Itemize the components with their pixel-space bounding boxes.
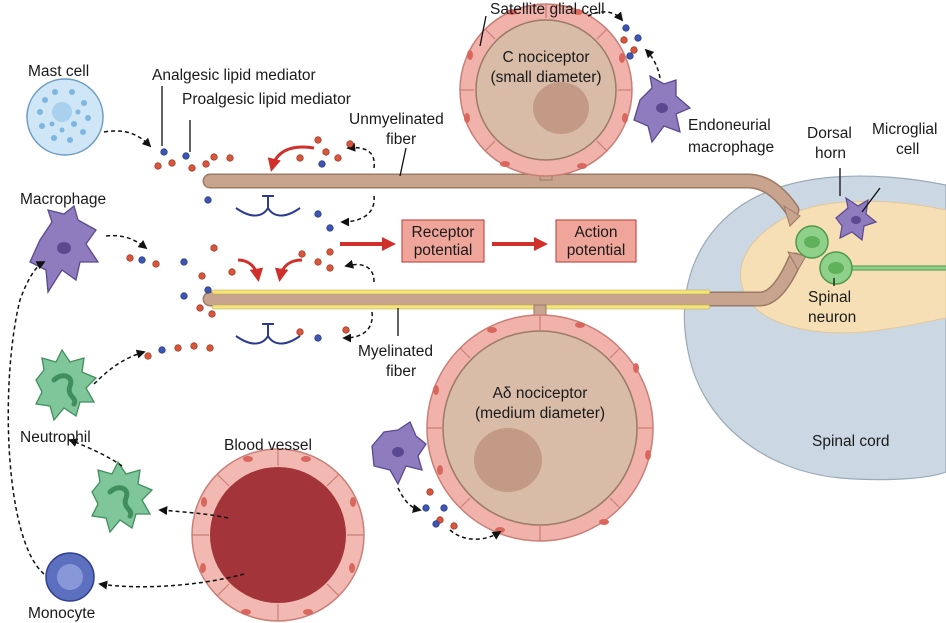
satellite-glial-cell-label: Satellite glial cell xyxy=(490,1,605,18)
myelinated-fiber-label-2: fiber xyxy=(386,363,416,380)
curved-arrow-icon xyxy=(267,145,315,172)
adelta-nociceptor xyxy=(426,304,654,542)
spinal-cord-label: Spinal cord xyxy=(812,433,890,450)
microglial-cell-label-1: Microglial xyxy=(872,121,937,138)
c-nociceptor-label-2: (small diameter) xyxy=(490,69,601,86)
mast-cell-label: Mast cell xyxy=(28,63,89,80)
c-nociceptor-label-1: C nociceptor xyxy=(502,49,589,66)
proalgesic-mediator-dots xyxy=(126,36,638,530)
microglial-cell xyxy=(835,196,878,242)
right-arrow-icon xyxy=(492,237,548,251)
receptor-icon xyxy=(235,195,301,217)
analgesic-lipid-mediator-label: Analgesic lipid mediator xyxy=(152,67,316,84)
receptor-potential-label-1: Receptor xyxy=(412,224,475,241)
macrophage-label: Macrophage xyxy=(20,191,106,208)
spinal-neuron-label-1: Spinal xyxy=(808,289,851,306)
spinal-neuron-2 xyxy=(819,251,946,285)
tissue-macrophage-lower xyxy=(371,421,427,486)
action-potential-label-2: potential xyxy=(567,242,626,259)
blood-vessel-lumen xyxy=(210,467,346,603)
satellite-glial-segments xyxy=(460,4,632,152)
leader-lines xyxy=(161,15,881,336)
blood-vessel xyxy=(191,448,365,622)
monocyte-label: Monocyte xyxy=(28,605,95,622)
myelin-sheath-top xyxy=(211,289,711,295)
monocyte xyxy=(45,552,95,602)
myelinated-fiber xyxy=(202,252,803,310)
analgesic-mediator-dots xyxy=(138,24,642,528)
spinal-neuron-label-2: neuron xyxy=(808,309,856,326)
neutrophil-label: Neutrophil xyxy=(20,429,91,446)
myelin-sheath-bottom xyxy=(211,304,711,310)
right-arrow-icon xyxy=(340,237,396,251)
endoneurial-macrophage-label-2: macrophage xyxy=(688,139,774,156)
blood-vessel-label: Blood vessel xyxy=(224,437,312,454)
fiber-terminal-upper xyxy=(783,204,801,227)
neutrophil xyxy=(35,348,98,422)
unmyelinated-fiber-label-1: Unmyelinated xyxy=(349,111,444,128)
action-potential-box: Action potential xyxy=(555,219,637,263)
adelta-glial-segments xyxy=(427,315,653,541)
labels: Satellite glial cell C nociceptor (small… xyxy=(20,1,937,622)
adelta-nociceptor-label-2: (medium diameter) xyxy=(475,405,605,422)
satellite-glial-nuclei xyxy=(464,9,628,169)
fiber-terminal-lower xyxy=(787,251,807,272)
curved-arrow-icon xyxy=(274,258,303,282)
proalgesic-lipid-mediator-label: Proalgesic lipid mediator xyxy=(182,91,351,108)
curved-arrow-icon xyxy=(237,258,264,282)
receptor-potential-box: Receptor potential xyxy=(401,219,485,263)
receptor-icon xyxy=(235,323,301,345)
spinal-neuron-1 xyxy=(795,225,829,259)
myelinated-fiber-label-1: Myelinated xyxy=(358,343,433,360)
microglial-cell-label-2: cell xyxy=(896,141,919,158)
c-nociceptor xyxy=(459,3,633,181)
mast-cell xyxy=(26,78,104,156)
adelta-nociceptor-label-1: Aδ nociceptor xyxy=(493,385,588,402)
action-potential-label-1: Action xyxy=(574,224,617,241)
macrophage xyxy=(29,204,100,294)
c-nociceptor-nucleus xyxy=(533,82,589,134)
endoneurial-macrophage-label-1: Endoneurial xyxy=(688,117,771,134)
dorsal-horn-label-2: horn xyxy=(815,145,846,162)
dorsal-horn-label-1: Dorsal xyxy=(807,125,852,142)
unmyelinated-fiber xyxy=(202,173,800,218)
dashed-arrows xyxy=(7,11,661,590)
unmyelinated-fiber-label-2: fiber xyxy=(386,131,416,148)
adelta-nociceptor-nucleus xyxy=(474,428,542,492)
receptor-potential-label-2: potential xyxy=(414,242,473,259)
neutrophil-migrating xyxy=(91,460,154,534)
endoneurial-macrophage xyxy=(633,74,692,144)
